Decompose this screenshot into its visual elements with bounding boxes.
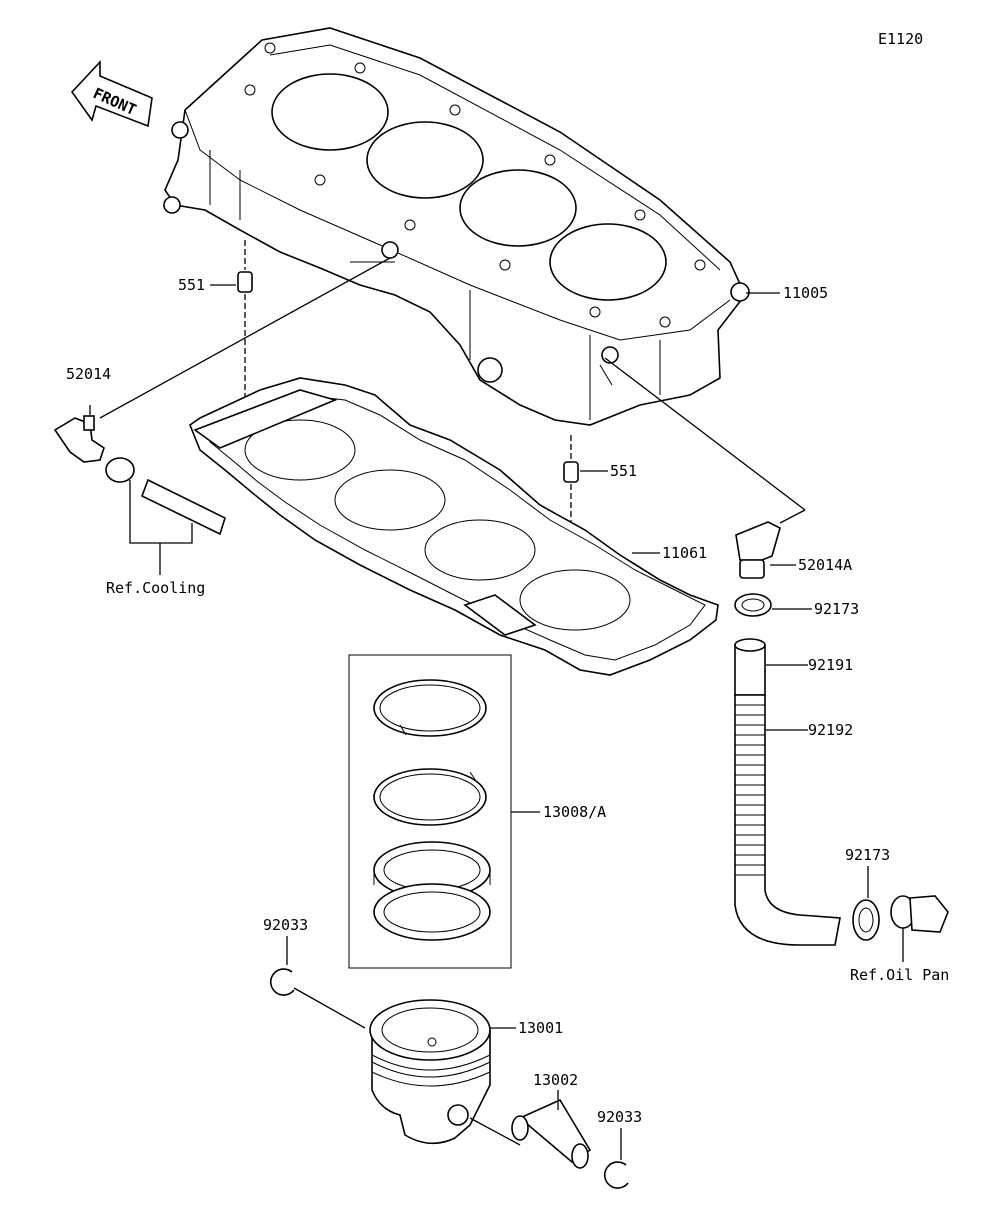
label-551-top[interactable]: 551 (178, 276, 205, 294)
label-52014A[interactable]: 52014A (798, 556, 852, 574)
oil-pan-fitting[interactable] (890, 895, 949, 933)
diagram-code: E1120 (878, 30, 923, 48)
label-92173-lower[interactable]: 92173 (845, 846, 890, 864)
circlip-right[interactable] (603, 1161, 629, 1189)
label-13008A[interactable]: 13008/A (543, 803, 606, 821)
label-11005[interactable]: 11005 (783, 284, 828, 302)
ref-cooling[interactable]: Ref.Cooling (106, 579, 205, 597)
label-52014[interactable]: 52014 (66, 365, 111, 383)
cylinder-block[interactable] (163, 27, 750, 426)
circlip-left[interactable] (269, 968, 295, 996)
hose-corrugation (735, 704, 765, 876)
label-92173-upper[interactable]: 92173 (814, 600, 859, 618)
label-551-mid[interactable]: 551 (610, 462, 637, 480)
ref-oil-pan[interactable]: Ref.Oil Pan (850, 966, 949, 984)
hose-clamp-upper[interactable] (734, 593, 772, 617)
piston-ring-set[interactable] (373, 679, 491, 941)
hose-clamp-lower[interactable] (852, 899, 880, 941)
label-13001[interactable]: 13001 (518, 1019, 563, 1037)
fitting-52014A[interactable] (735, 521, 781, 579)
piston-pin[interactable] (511, 1098, 592, 1169)
piston[interactable] (369, 999, 491, 1145)
label-92191[interactable]: 92191 (808, 656, 853, 674)
fitting-52014[interactable] (53, 415, 105, 463)
cylinder-head-gasket[interactable] (189, 377, 719, 676)
cooling-hose-clamp[interactable] (105, 457, 226, 536)
label-11061[interactable]: 11061 (662, 544, 707, 562)
label-92033-left[interactable]: 92033 (263, 916, 308, 934)
label-92033-right[interactable]: 92033 (597, 1108, 642, 1126)
label-13002[interactable]: 13002 (533, 1071, 578, 1089)
front-arrow-icon: FRONT (70, 59, 153, 128)
label-92192[interactable]: 92192 (808, 721, 853, 739)
oil-hose[interactable] (734, 638, 841, 946)
